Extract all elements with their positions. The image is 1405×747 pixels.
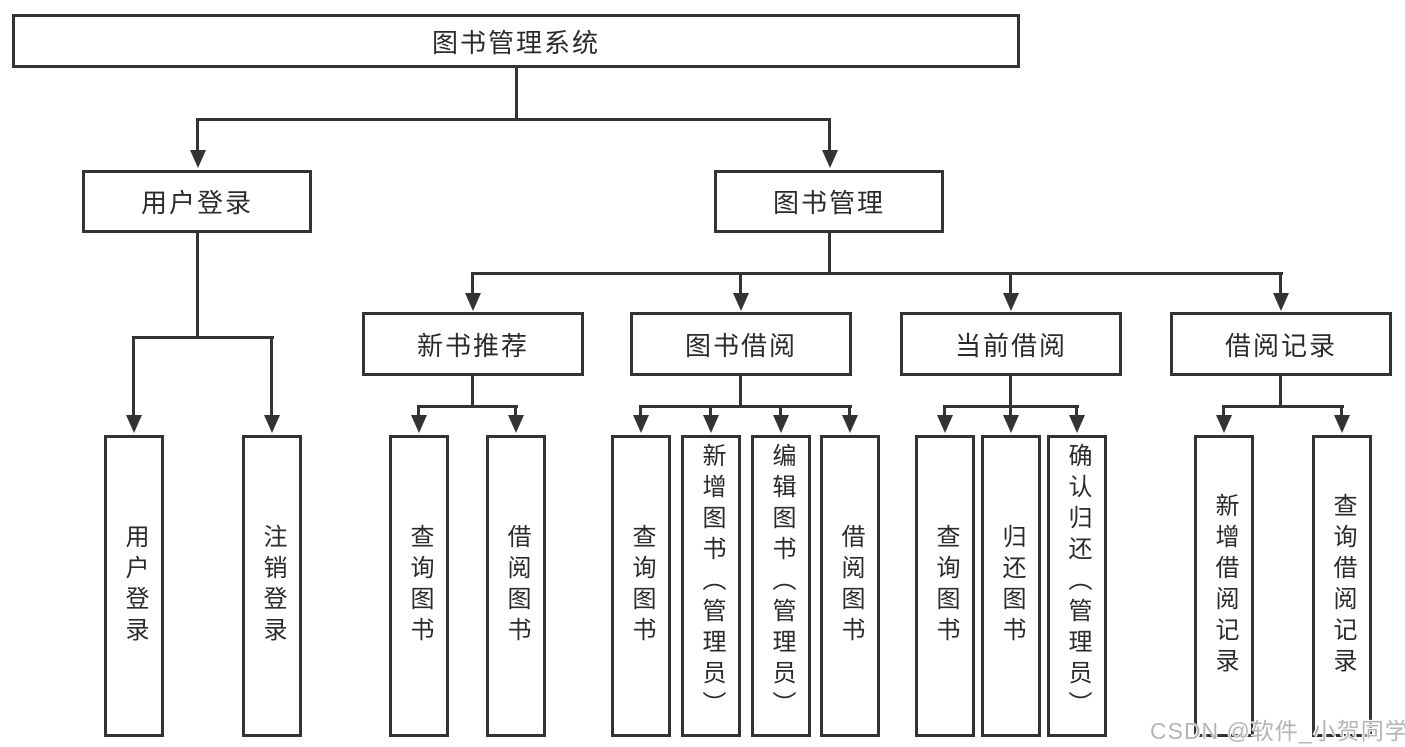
leaf-label: 归还图书 [998,524,1025,648]
connector-bookmgmt-stem [828,233,831,272]
connector-arrow-stem [639,405,642,418]
node-label: 图书管理 [772,188,885,218]
node-label: 图书管理系统 [431,27,600,58]
leaf-label: 借阅图书 [503,524,530,648]
arrow-down-icon [190,150,206,168]
arrow-down-icon [1216,415,1232,433]
connector-newbook-stem [471,376,474,405]
connector-arrow-stem [779,405,782,418]
connector-arrow-stem [1279,272,1282,296]
node-label: 当前借阅 [954,330,1067,361]
connector-currentborrow-stem [1009,376,1012,405]
connector-arrow-stem [1222,405,1225,418]
arrow-down-icon [411,415,427,433]
leaf-user-login: 用户登录 [104,435,164,737]
node-borrow-record: 借阅记录 [1170,312,1392,376]
leaf-current-return: 归还图书 [981,435,1041,737]
leaf-label: 编辑图书（管理员） [768,443,795,722]
node-label: 新书推荐 [416,330,529,361]
connector-userlogin-stem [196,233,199,336]
connector-arrow-stem [132,336,135,418]
connector-bookborrow-stem [739,376,742,405]
leaf-borrow-book: 借阅图书 [820,435,880,737]
connector-arrow-stem [270,336,273,418]
arrow-down-icon [1003,293,1019,311]
leaf-label: 查询借阅记录 [1329,493,1356,679]
connector-arrow-stem [196,118,199,154]
leaf-label: 注销登录 [259,524,286,648]
node-root: 图书管理系统 [12,14,1020,68]
arrow-down-icon [633,415,649,433]
arrow-down-icon [1273,293,1289,311]
connector-bookmgmt-branch [471,272,1283,275]
connector-arrow-stem [1340,405,1343,418]
arrow-down-icon [842,415,858,433]
connector-root-branch [196,118,831,121]
arrow-down-icon [126,415,142,433]
arrow-down-icon [733,293,749,311]
leaf-label: 查询图书 [628,524,655,648]
arrow-down-icon [937,415,953,433]
leaf-record-add: 新增借阅记录 [1194,435,1254,737]
connector-arrow-stem [1009,272,1012,296]
connector-arrow-stem [1075,405,1078,418]
connector-arrow-stem [848,405,851,418]
connector-newbook-branch [417,405,518,408]
connector-arrow-stem [943,405,946,418]
connector-arrow-stem [417,405,420,418]
node-label: 用户登录 [140,188,253,218]
leaf-record-query: 查询借阅记录 [1312,435,1372,737]
connector-arrow-stem [471,272,474,296]
connector-userlogin-branch [132,336,274,339]
arrow-down-icon [703,415,719,433]
arrow-down-icon [1003,415,1019,433]
connector-arrow-stem [828,118,831,154]
arrow-down-icon [822,150,838,168]
arrow-down-icon [508,415,524,433]
arrow-down-icon [465,293,481,311]
connector-arrow-stem [1009,405,1012,418]
leaf-borrow-add-admin: 新增图书（管理员） [681,435,741,737]
watermark: CSDN @软件_小贺同学 [1150,718,1405,744]
connector-bookborrow-branch [639,405,852,408]
leaf-newbook-borrow: 借阅图书 [486,435,546,737]
leaf-label: 新增图书（管理员） [698,443,725,722]
leaf-label: 新增借阅记录 [1211,493,1238,679]
node-book-borrow: 图书借阅 [630,312,852,376]
node-current-borrow: 当前借阅 [900,312,1122,376]
leaf-borrow-edit-admin: 编辑图书（管理员） [751,435,811,737]
node-label: 借阅记录 [1224,330,1337,361]
leaf-label: 确认归还（管理员） [1064,443,1091,722]
leaf-label: 借阅图书 [837,524,864,648]
connector-arrow-stem [514,405,517,418]
connector-arrow-stem [709,405,712,418]
leaf-current-confirm-admin: 确认归还（管理员） [1047,435,1107,737]
leaf-logout: 注销登录 [242,435,302,737]
connector-borrowrecord-stem [1279,376,1282,405]
node-user-login: 用户登录 [82,170,312,233]
arrow-down-icon [1334,415,1350,433]
leaf-borrow-query: 查询图书 [611,435,671,737]
connector-borrowrecord-branch [1222,405,1344,408]
node-label: 图书借阅 [684,330,797,361]
connector-root-stem [515,68,518,118]
leaf-label: 查询图书 [932,524,959,648]
node-new-book-recommend: 新书推荐 [362,312,584,376]
leaf-label: 查询图书 [406,524,433,648]
arrow-down-icon [773,415,789,433]
leaf-newbook-query: 查询图书 [389,435,449,737]
arrow-down-icon [264,415,280,433]
connector-arrow-stem [739,272,742,296]
leaf-current-query: 查询图书 [915,435,975,737]
arrow-down-icon [1069,415,1085,433]
node-book-management: 图书管理 [714,170,944,233]
leaf-label: 用户登录 [121,524,148,648]
